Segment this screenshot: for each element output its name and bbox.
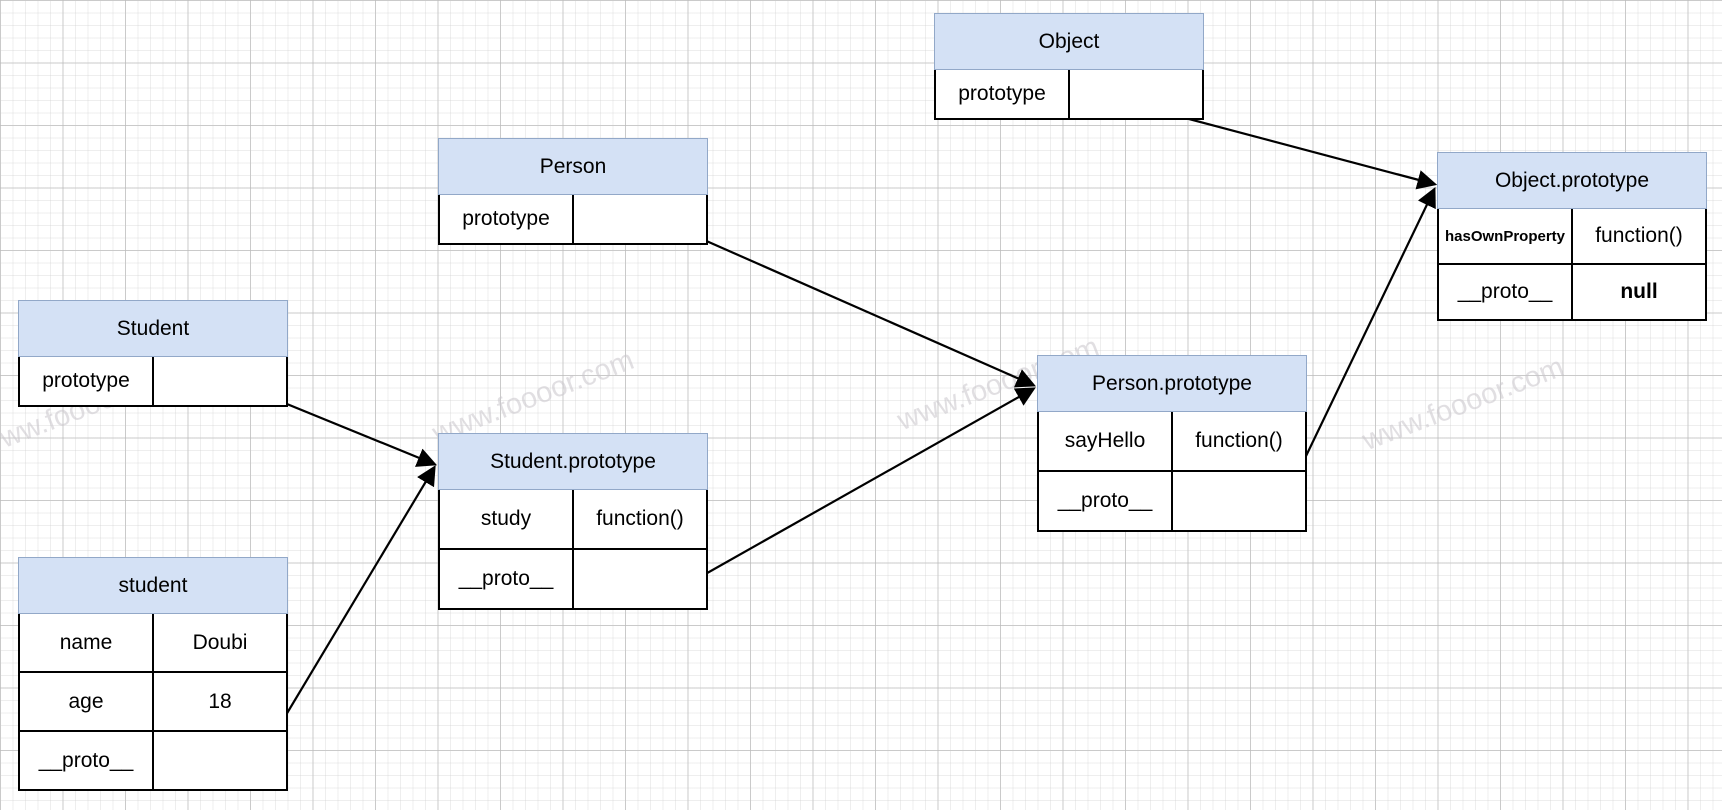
node-object[interactable]: Object prototype [934,13,1204,120]
node-student-instance[interactable]: student name Doubi age 18 __proto__ [18,557,288,791]
cell-key: study [440,490,574,548]
node-person-prototype-title: Person.prototype [1037,355,1307,412]
node-person[interactable]: Person prototype [438,138,708,245]
cell-key: __proto__ [1439,265,1573,319]
watermark: www.foooor.com [1358,350,1569,458]
node-object-prototype-title: Object.prototype [1437,152,1707,209]
cell-key: name [20,614,154,671]
cell-key: age [20,673,154,730]
cell-value: null [1620,280,1658,303]
cell-value: function() [596,507,684,530]
node-student-ctor[interactable]: Student prototype [18,300,288,407]
cell-value [574,195,706,243]
node-person-title: Person [438,138,708,195]
cell-value [154,732,286,789]
cell-key: prototype [20,357,154,405]
node-object-title: Object [934,13,1204,70]
table-row: study function() [438,490,708,550]
table-row: __proto__ [1037,472,1307,532]
table-row: prototype [18,357,288,407]
table-row: prototype [934,70,1204,120]
cell-value: 18 [208,689,232,713]
cell-key: prototype [440,195,574,243]
node-student-instance-title: student [18,557,288,614]
cell-value: function() [1195,429,1283,452]
cell-value [154,357,286,405]
node-object-prototype[interactable]: Object.prototype hasOwnProperty function… [1437,152,1707,321]
node-student-prototype-title: Student.prototype [438,433,708,490]
cell-key: __proto__ [440,550,574,608]
cell-key: sayHello [1039,412,1173,470]
cell-key: __proto__ [20,732,154,789]
cell-value [1173,472,1305,530]
cell-value: Doubi [192,630,248,654]
table-row: __proto__ [438,550,708,610]
cell-value [1070,70,1202,118]
node-student-prototype[interactable]: Student.prototype study function() __pro… [438,433,708,610]
node-student-ctor-title: Student [18,300,288,357]
table-row: prototype [438,195,708,245]
cell-value: function() [1595,224,1683,247]
node-person-prototype[interactable]: Person.prototype sayHello function() __p… [1037,355,1307,532]
table-row: __proto__ [18,732,288,791]
table-row: name Doubi [18,614,288,673]
cell-key: __proto__ [1039,472,1173,530]
table-row: __proto__ null [1437,265,1707,321]
table-row: age 18 [18,673,288,732]
edge-student-prototype-to-person-prototype [685,387,1036,586]
edge-person-ctor-to-person-prototype [685,230,1037,388]
table-row: sayHello function() [1037,412,1307,472]
cell-key: hasOwnProperty [1439,209,1573,263]
cell-key: prototype [936,70,1070,118]
cell-value [574,550,706,608]
edge-object-ctor-to-object-prototype [1154,108,1438,190]
table-row: hasOwnProperty function() [1437,209,1707,265]
